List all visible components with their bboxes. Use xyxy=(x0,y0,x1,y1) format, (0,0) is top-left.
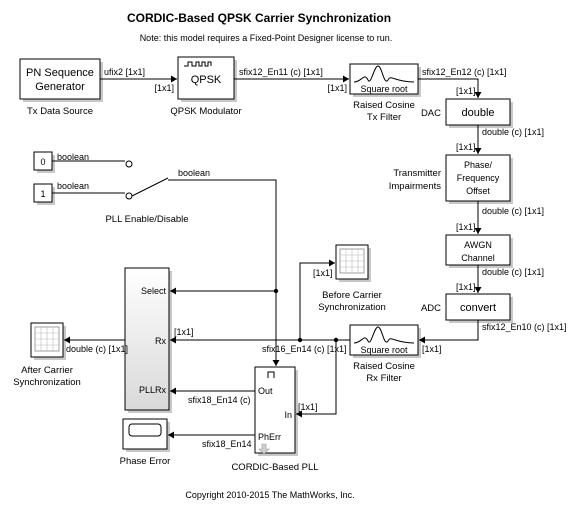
adc-block[interactable]: convert xyxy=(445,293,513,323)
dac-side-label: DAC xyxy=(421,108,441,119)
sig-pn-out: ufix2 [1x1] xyxy=(104,67,145,77)
sig-dac-in-dim: [1x1] xyxy=(456,86,476,96)
selector-port-pllrx: PLLRx xyxy=(139,385,167,395)
tx-filter-label: Square root xyxy=(360,84,408,94)
sig-dac-out: double (c) [1x1] xyxy=(482,127,544,137)
pll-down-arrow-icon xyxy=(258,443,270,455)
pll-port-out: Out xyxy=(258,386,273,396)
tx-filter-block[interactable]: Square root xyxy=(349,63,421,97)
impairments-block[interactable]: Phase/ Frequency Offset xyxy=(445,154,513,204)
dac-block[interactable]: double xyxy=(445,98,513,128)
sig-pherr: sfix18_En14 xyxy=(202,439,252,449)
sig-adc-out: sfix12_En10 (c) [1x1] xyxy=(482,322,567,332)
sig-rx-dim: [1x1] xyxy=(174,327,194,337)
sig-adc-in-dim: [1x1] xyxy=(456,282,476,292)
selector-port-rx: Rx xyxy=(155,336,166,346)
constant-1-block[interactable]: 1 xyxy=(33,183,55,205)
sig-const1: boolean xyxy=(57,181,89,191)
after-scope-caption-2: Synchronization xyxy=(13,377,81,388)
pll-port-in: In xyxy=(284,410,292,420)
awgn-label-1: AWGN xyxy=(464,240,492,250)
qpsk-modulator-caption: QPSK Modulator xyxy=(170,106,241,117)
signal-lines xyxy=(52,75,482,439)
model-title: CORDIC-Based QPSK Carrier Synchronizatio… xyxy=(127,11,391,25)
sig-const0: boolean xyxy=(57,152,89,162)
adc-label: convert xyxy=(460,302,496,314)
impairments-label-2: Frequency xyxy=(457,173,500,183)
selector-port-select: Select xyxy=(141,286,167,296)
qpsk-label: QPSK xyxy=(191,74,222,86)
before-sync-scope[interactable] xyxy=(335,244,371,282)
license-note: Note: this model requires a Fixed-Point … xyxy=(140,33,393,43)
sig-qpsk-out: sfix12_En11 (c) [1x1] xyxy=(239,67,323,77)
impairments-side-1: Transmitter xyxy=(393,168,441,179)
impairments-label-1: Phase/ xyxy=(464,160,493,170)
tx-filter-response-icon xyxy=(353,65,415,83)
awgn-label-2: Channel xyxy=(461,253,495,263)
before-scope-caption-1: Before Carrier xyxy=(322,290,382,301)
phase-error-caption: Phase Error xyxy=(120,456,171,467)
rx-filter-block[interactable]: Square root xyxy=(349,324,421,358)
impairments-side-2: Impairments xyxy=(389,181,442,192)
switch-caption: PLL Enable/Disable xyxy=(105,214,188,225)
sig-awgn-out: double (c) [1x1] xyxy=(482,267,544,277)
pll-enable-switch[interactable] xyxy=(125,160,180,200)
sig-txf-out: sfix12_En12 (c) [1x1] xyxy=(422,67,507,77)
sig-rxf-out: sfix16_En14 (c) [1x1] xyxy=(262,344,347,354)
pll-caption: CORDIC-Based PLL xyxy=(231,462,318,473)
tx-filter-caption-2: Tx Filter xyxy=(367,112,401,123)
awgn-channel-block[interactable]: AWGN Channel xyxy=(445,234,513,268)
after-sync-scope[interactable] xyxy=(30,322,66,360)
pn-generator-label-1: PN Sequence xyxy=(26,67,94,79)
sig-switch-out: boolean xyxy=(178,168,210,178)
rx-filter-label: Square root xyxy=(360,345,408,355)
tx-data-source-caption: Tx Data Source xyxy=(27,106,93,117)
rx-filter-caption-2: Rx Filter xyxy=(366,373,401,384)
cordic-pll-block[interactable]: Out In PhErr xyxy=(254,366,298,456)
qpsk-modulator-block[interactable]: QPSK xyxy=(177,56,237,102)
qpsk-waveform-icon xyxy=(184,61,212,67)
sig-qpsk-in-dim: [1x1] xyxy=(154,83,174,93)
sig-imp-out: double (c) [1x1] xyxy=(482,206,544,216)
phase-error-display[interactable] xyxy=(122,418,170,452)
constant-0-block[interactable]: 0 xyxy=(33,151,55,173)
sig-scope-before-dim: [1x1] xyxy=(313,268,333,278)
pll-port-pherr: PhErr xyxy=(258,432,281,442)
pn-generator-label-2: Generator xyxy=(35,81,85,93)
multiport-selector-block[interactable]: Select Rx PLLRx xyxy=(124,267,172,413)
constant-0-value: 0 xyxy=(40,157,45,167)
after-scope-caption-1: After Carrier xyxy=(21,365,73,376)
sig-pll-in-dim: [1x1] xyxy=(298,402,318,412)
sig-pll-out: sfix18_En14 (c) xyxy=(188,395,251,405)
sig-after: double (c) [1x1] xyxy=(66,344,128,354)
constant-1-value: 1 xyxy=(40,189,45,199)
copyright: Copyright 2010-2015 The MathWorks, Inc. xyxy=(185,490,354,500)
rx-filter-caption-1: Raised Cosine xyxy=(353,361,415,372)
rx-filter-response-icon xyxy=(353,326,415,344)
adc-side-label: ADC xyxy=(421,303,441,314)
sig-imp-in-dim: [1x1] xyxy=(456,142,476,152)
impairments-label-3: Offset xyxy=(466,186,490,196)
dac-label: double xyxy=(461,107,494,119)
before-scope-caption-2: Synchronization xyxy=(318,302,386,313)
pll-trigger-icon xyxy=(267,371,275,378)
sig-rxf-in-dim: [1x1] xyxy=(422,344,442,354)
sig-txf-in-dim: [1x1] xyxy=(327,83,347,93)
sig-awgn-in-dim: [1x1] xyxy=(456,222,476,232)
pn-sequence-generator-block[interactable]: PN Sequence Generator xyxy=(19,58,103,102)
tx-filter-caption-1: Raised Cosine xyxy=(353,100,415,111)
